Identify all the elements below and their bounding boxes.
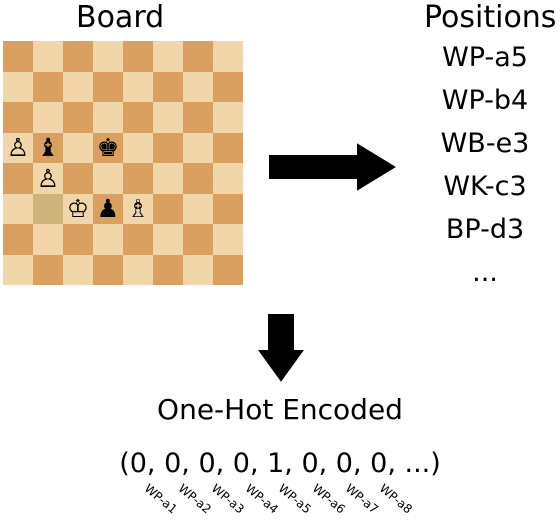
square-b4: ♙ bbox=[33, 163, 63, 194]
square-d8 bbox=[93, 41, 123, 72]
square-e8 bbox=[123, 41, 153, 72]
square-a2 bbox=[3, 224, 33, 255]
positions-title: Positions bbox=[424, 0, 557, 35]
one-hot-title: One-Hot Encoded bbox=[157, 393, 403, 426]
square-d6 bbox=[93, 102, 123, 133]
arrow-down-icon bbox=[258, 314, 304, 382]
square-f2 bbox=[153, 224, 183, 255]
position-item: WP-b4 bbox=[441, 85, 529, 116]
square-a7 bbox=[3, 71, 33, 102]
square-g3 bbox=[183, 193, 213, 224]
black-bishop-icon: ♝ bbox=[36, 133, 60, 163]
square-c3: ♔ bbox=[63, 193, 93, 224]
vector-label: WP-a6 bbox=[309, 481, 348, 517]
square-b3 bbox=[33, 193, 63, 224]
position-item: ... bbox=[472, 257, 498, 288]
square-c8 bbox=[63, 41, 93, 72]
square-g4 bbox=[183, 163, 213, 194]
arrow-right-icon bbox=[269, 143, 396, 191]
square-a1 bbox=[3, 254, 33, 285]
square-d1 bbox=[93, 254, 123, 285]
one-hot-vector: (0, 0, 0, 0, 1, 0, 0, 0, ...) bbox=[119, 448, 441, 479]
square-g8 bbox=[183, 41, 213, 72]
square-c6 bbox=[63, 102, 93, 133]
vector-label: WP-a1 bbox=[141, 481, 180, 517]
square-b1 bbox=[33, 254, 63, 285]
square-c5 bbox=[63, 132, 93, 163]
square-f4 bbox=[153, 163, 183, 194]
square-d3: ♟ bbox=[93, 193, 123, 224]
square-d4 bbox=[93, 163, 123, 194]
board-title: Board bbox=[76, 0, 165, 35]
black-pawn-icon: ♟ bbox=[96, 194, 120, 224]
square-g6 bbox=[183, 102, 213, 133]
square-h2 bbox=[213, 224, 243, 255]
square-a5: ♙ bbox=[3, 132, 33, 163]
square-h4 bbox=[213, 163, 243, 194]
position-item: BP-d3 bbox=[445, 214, 525, 245]
square-g2 bbox=[183, 224, 213, 255]
square-h7 bbox=[213, 71, 243, 102]
square-b6 bbox=[33, 102, 63, 133]
vector-label: WP-a3 bbox=[208, 481, 247, 517]
position-item: WK-c3 bbox=[443, 171, 527, 202]
position-item: WB-e3 bbox=[440, 128, 530, 159]
square-g7 bbox=[183, 71, 213, 102]
square-h6 bbox=[213, 102, 243, 133]
square-b2 bbox=[33, 224, 63, 255]
black-king-icon: ♚ bbox=[96, 133, 120, 163]
square-f5 bbox=[153, 132, 183, 163]
white-pawn-icon: ♙ bbox=[36, 163, 60, 193]
square-c2 bbox=[63, 224, 93, 255]
square-g1 bbox=[183, 254, 213, 285]
square-f3 bbox=[153, 193, 183, 224]
chess-board: ♙♝♚♙♔♟♗ bbox=[3, 41, 243, 285]
vector-label: WP-a5 bbox=[275, 481, 314, 517]
square-f8 bbox=[153, 41, 183, 72]
square-d5: ♚ bbox=[93, 132, 123, 163]
square-h3 bbox=[213, 193, 243, 224]
square-f6 bbox=[153, 102, 183, 133]
square-h5 bbox=[213, 132, 243, 163]
square-e2 bbox=[123, 224, 153, 255]
square-a6 bbox=[3, 102, 33, 133]
vector-label: WP-a2 bbox=[175, 481, 214, 517]
square-d7 bbox=[93, 71, 123, 102]
square-e5 bbox=[123, 132, 153, 163]
square-h1 bbox=[213, 254, 243, 285]
square-e7 bbox=[123, 71, 153, 102]
square-c4 bbox=[63, 163, 93, 194]
square-a3 bbox=[3, 193, 33, 224]
square-h8 bbox=[213, 41, 243, 72]
square-e6 bbox=[123, 102, 153, 133]
square-g5 bbox=[183, 132, 213, 163]
square-c1 bbox=[63, 254, 93, 285]
vector-label: WP-a4 bbox=[242, 481, 281, 517]
square-e3: ♗ bbox=[123, 193, 153, 224]
square-b5: ♝ bbox=[33, 132, 63, 163]
square-c7 bbox=[63, 71, 93, 102]
position-item: WP-a5 bbox=[442, 42, 528, 73]
square-b8 bbox=[33, 41, 63, 72]
square-f7 bbox=[153, 71, 183, 102]
square-e1 bbox=[123, 254, 153, 285]
vector-label: WP-a7 bbox=[342, 481, 381, 517]
square-d2 bbox=[93, 224, 123, 255]
square-a4 bbox=[3, 163, 33, 194]
white-pawn-icon: ♙ bbox=[6, 133, 30, 163]
white-bishop-icon: ♗ bbox=[126, 194, 150, 224]
square-a8 bbox=[3, 41, 33, 72]
white-king-icon: ♔ bbox=[66, 194, 90, 224]
square-b7 bbox=[33, 71, 63, 102]
vector-label: WP-a8 bbox=[376, 481, 415, 517]
square-e4 bbox=[123, 163, 153, 194]
square-f1 bbox=[153, 254, 183, 285]
